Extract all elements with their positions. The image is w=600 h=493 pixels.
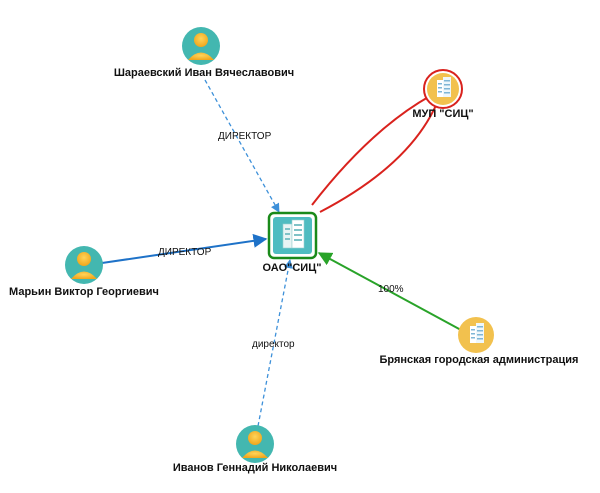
- office-building-icon: [282, 219, 305, 249]
- edge-mup-center-curve-b[interactable]: [319, 102, 438, 213]
- office-building-icon: [470, 323, 484, 343]
- node-label-center: ОАО"СИЦ": [263, 262, 322, 274]
- node-ivanov[interactable]: [236, 425, 274, 463]
- node-label-sharaevsky: Шараевский Иван Вячеславович: [114, 67, 294, 79]
- edge-admin-center[interactable]: [317, 252, 462, 331]
- node-center[interactable]: [267, 211, 318, 260]
- person-icon: [188, 33, 214, 60]
- node-label-admin: Брянская городская администрация: [380, 354, 579, 366]
- node-label-marin: Марьин Виктор Георгиевич: [9, 286, 159, 298]
- edge-label-admin: 100%: [378, 284, 404, 295]
- node-admin[interactable]: [458, 317, 494, 353]
- edge-mup-center-curve-a[interactable]: [311, 95, 431, 206]
- edge-label-sharaevsky: ДИРЕКТОР: [218, 131, 272, 142]
- node-label-ivanov: Иванов Геннадий Николаевич: [173, 462, 337, 474]
- person-icon: [242, 431, 268, 458]
- person-icon: [71, 252, 97, 279]
- office-building-icon: [437, 77, 451, 97]
- node-marin[interactable]: [65, 246, 103, 284]
- edge-ivanov-center[interactable]: [257, 259, 293, 427]
- edge-marin-center[interactable]: [101, 233, 268, 264]
- node-label-mup: МУП "СИЦ": [412, 108, 473, 120]
- node-mup[interactable]: [423, 69, 463, 109]
- edge-sharaevsky-center[interactable]: [204, 79, 280, 213]
- edge-label-marin: ДИРЕКТОР: [158, 247, 212, 258]
- node-sharaevsky[interactable]: [182, 27, 220, 65]
- edge-label-ivanov: директор: [252, 339, 295, 350]
